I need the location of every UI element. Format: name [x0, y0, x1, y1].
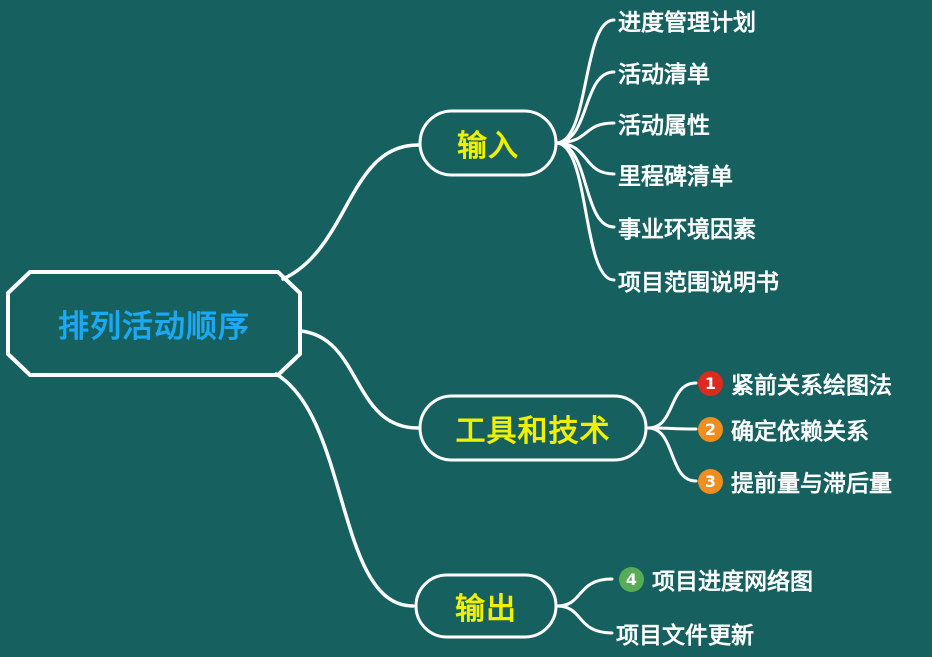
edge-output-leaf-1	[555, 604, 614, 635]
edge-input-leaf-5	[554, 141, 616, 282]
edge-tools-leaf-2	[646, 426, 698, 483]
edge-input-leaf-1	[554, 70, 616, 145]
node-output-label: 输出	[455, 592, 517, 627]
edge-input-leaf-0	[554, 18, 616, 145]
root-node-shape	[6, 270, 302, 377]
tools-node-shape	[418, 394, 648, 462]
edge-output-leaf-0	[555, 577, 614, 608]
number-badge-2: 2	[698, 416, 723, 442]
leaf-input-item-6[interactable]: 项目范围说明书	[618, 263, 779, 297]
leaf-input-item-4[interactable]: 里程碑清单	[618, 157, 733, 191]
leaf-label: 项目文件更新	[616, 623, 754, 649]
leaf-label: 事业环境因素	[618, 217, 756, 243]
node-tools[interactable]: 工具和技术	[420, 396, 646, 460]
leaf-label: 进度管理计划	[618, 10, 756, 36]
node-input[interactable]: 输入	[420, 111, 556, 175]
leaf-input-item-3[interactable]: 活动属性	[618, 106, 710, 140]
output-node-shape	[414, 573, 558, 639]
leaf-label: 活动属性	[618, 113, 710, 139]
node-root-label: 排列活动顺序	[58, 309, 250, 345]
leaf-tools-item-2[interactable]: 2 确定依赖关系	[698, 412, 869, 446]
leaf-tools-item-1[interactable]: 1 紧前关系绘图法	[698, 366, 892, 400]
leaf-label: 活动清单	[618, 62, 710, 88]
node-tools-label: 工具和技术	[455, 414, 611, 449]
number-badge-1: 1	[698, 370, 723, 396]
edge-root-to-input	[281, 143, 420, 281]
leaf-input-item-5[interactable]: 事业环境因素	[618, 210, 756, 244]
leaf-label: 紧前关系绘图法	[731, 373, 892, 399]
leaf-output-item-1[interactable]: 4 项目进度网络图	[619, 562, 813, 596]
input-node-shape	[418, 109, 558, 177]
leaf-input-item-2[interactable]: 活动清单	[618, 55, 710, 89]
leaf-tools-item-3[interactable]: 3 提前量与滞后量	[698, 464, 892, 498]
node-output[interactable]: 输出	[416, 575, 556, 637]
leaf-label: 提前量与滞后量	[731, 471, 892, 497]
node-input-label: 输入	[457, 129, 519, 164]
number-badge-4: 4	[619, 566, 644, 592]
leaf-input-item-1[interactable]: 进度管理计划	[618, 3, 756, 37]
leaf-label: 项目进度网络图	[652, 569, 813, 595]
leaf-output-item-2[interactable]: 项目文件更新	[616, 616, 754, 650]
leaf-label: 里程碑清单	[618, 164, 733, 190]
node-root[interactable]: 排列活动顺序	[8, 272, 300, 375]
leaf-label: 项目范围说明书	[618, 270, 779, 296]
edge-root-to-output	[274, 372, 415, 608]
leaf-label: 确定依赖关系	[731, 419, 869, 445]
edge-tools-leaf-0	[646, 381, 698, 430]
edge-root-to-tools	[299, 329, 420, 430]
number-badge-3: 3	[698, 468, 723, 494]
